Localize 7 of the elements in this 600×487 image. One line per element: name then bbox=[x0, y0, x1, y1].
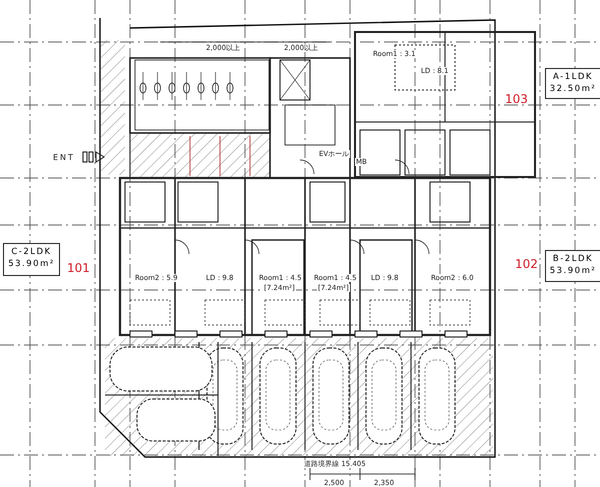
unit-number: 102 bbox=[515, 258, 538, 271]
unit-info-box: C-2LDK 53.90m² bbox=[3, 243, 60, 276]
unit-info-box: B-2LDK 53.90m² bbox=[545, 250, 600, 282]
unit-number: 101 bbox=[67, 262, 90, 275]
entrance-label: ENT bbox=[52, 153, 76, 163]
unit-number: 103 bbox=[505, 93, 528, 106]
unit-info-box: A-1LDK 32.50m² bbox=[545, 68, 600, 99]
